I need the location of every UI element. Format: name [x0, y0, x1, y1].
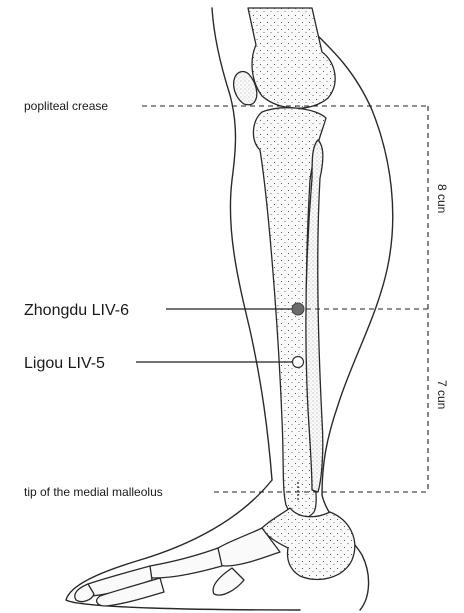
ligou-point-marker	[293, 357, 304, 368]
femur	[248, 8, 335, 108]
leader-lines	[136, 309, 292, 362]
zhongdu-point-marker	[292, 303, 304, 315]
malleolus-label: tip of the medial malleolus	[24, 485, 163, 499]
foot-bones	[75, 508, 355, 606]
zhongdu-label: Zhongdu LIV-6	[24, 302, 129, 319]
popliteal-crease-label: popliteal crease	[24, 99, 108, 113]
ligou-label: Ligou LIV-5	[24, 355, 105, 372]
lower-measure-label: 7 cun	[435, 380, 449, 409]
upper-measure-label: 8 cun	[435, 184, 449, 213]
